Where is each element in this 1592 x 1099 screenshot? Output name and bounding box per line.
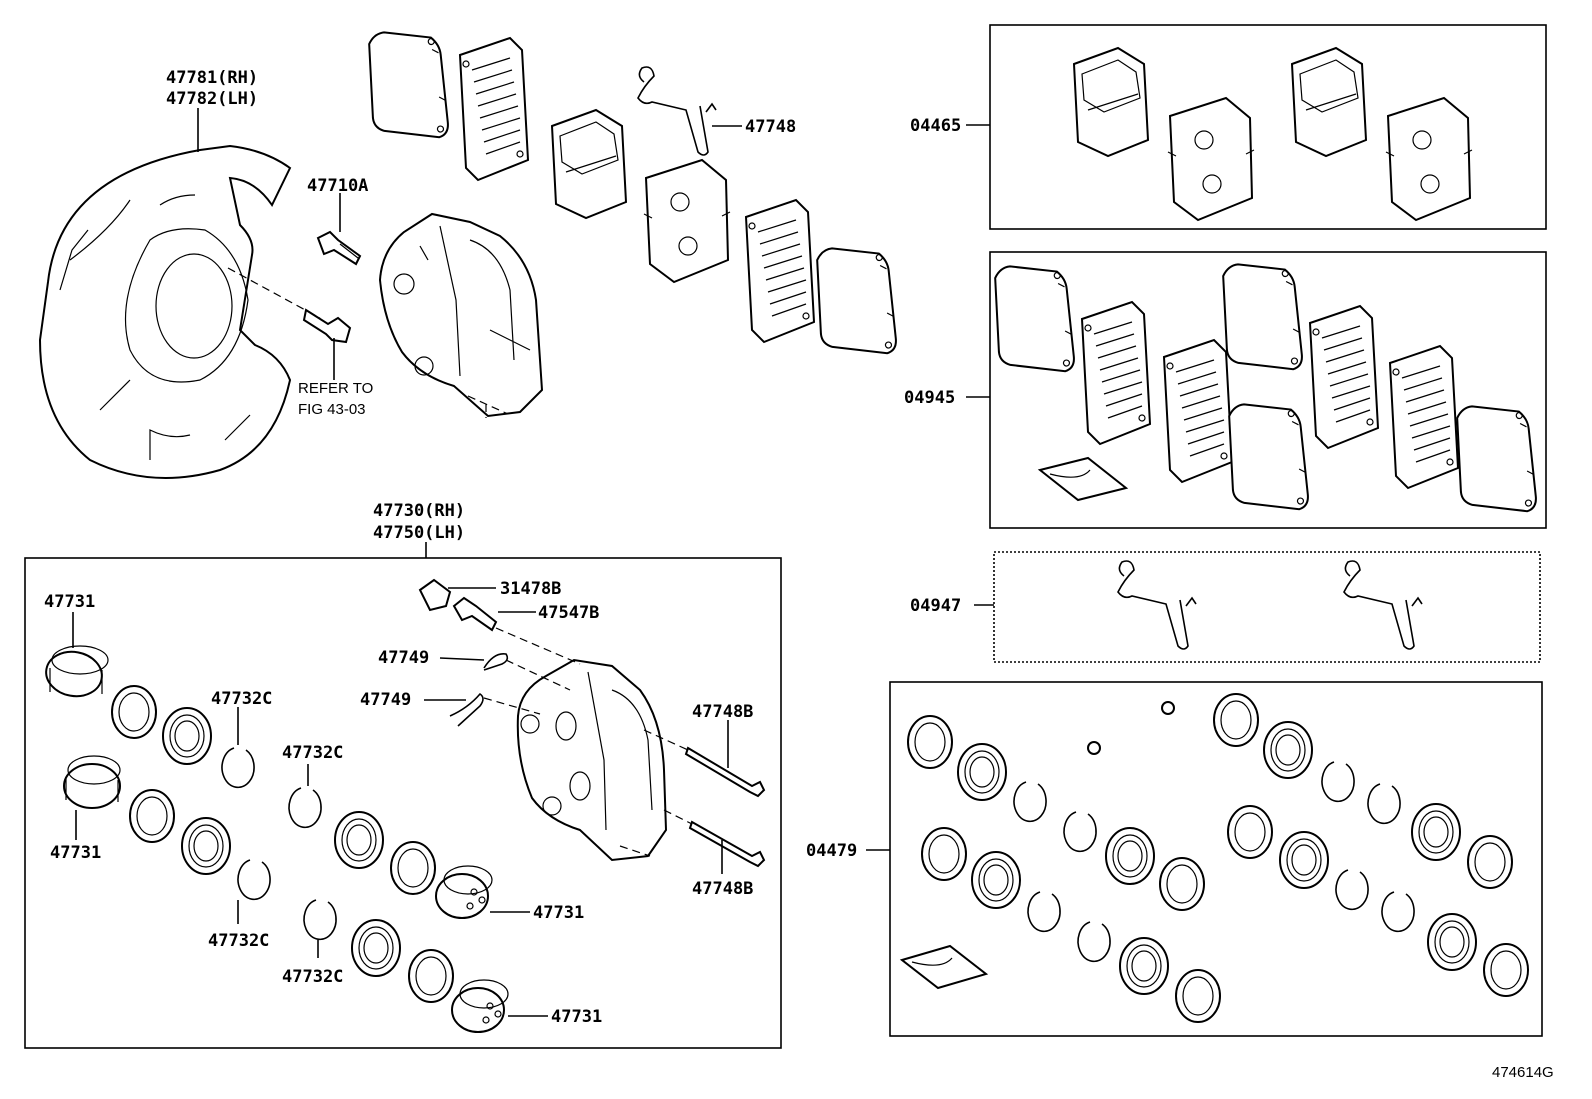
piston-top-left bbox=[45, 645, 109, 698]
kit-pad-2 bbox=[1291, 47, 1367, 157]
bleeder-screw bbox=[452, 596, 498, 632]
label-seal-a: 47732C bbox=[211, 689, 272, 709]
label-kit-seals: 04479 bbox=[806, 841, 857, 861]
label-piston-ml: 47731 bbox=[50, 843, 101, 863]
shim-top-1 bbox=[459, 37, 529, 181]
kit-bleeder-caps bbox=[1087, 701, 1175, 755]
label-piston-c2: 47731 bbox=[551, 1007, 602, 1027]
seal-ring-7 bbox=[351, 919, 401, 977]
shim-top-2 bbox=[745, 199, 815, 343]
label-bolt: 47710A bbox=[307, 176, 368, 196]
retaining-clip-a bbox=[483, 652, 509, 671]
pad-top-3 bbox=[643, 159, 731, 283]
caliper-assembly-box bbox=[24, 557, 782, 1049]
kit-grease-packet bbox=[1037, 456, 1129, 502]
label-refer-1: REFER TO bbox=[298, 380, 373, 397]
anti-rattle-spring-top bbox=[637, 66, 717, 156]
piston-center-2 bbox=[451, 979, 509, 1033]
label-caliper-lh: 47750(LH) bbox=[373, 523, 465, 543]
seal-ring-3 bbox=[129, 789, 175, 843]
seal-kit-box bbox=[889, 681, 1543, 1037]
label-bleeder: 47547B bbox=[538, 603, 599, 623]
label-pin-b: 47748B bbox=[692, 879, 753, 899]
c-ring-4 bbox=[303, 899, 337, 941]
kit-spring-2 bbox=[1343, 560, 1423, 650]
c-ring-1 bbox=[221, 747, 255, 789]
pad-kit-box bbox=[989, 24, 1547, 230]
seal-ring-6 bbox=[390, 841, 436, 895]
seal-ring-4 bbox=[181, 817, 231, 875]
shield-bolt bbox=[302, 308, 352, 344]
label-clip-a: 47749 bbox=[378, 648, 429, 668]
label-refer-2: FIG 43-03 bbox=[298, 401, 366, 418]
label-seal-c: 47732C bbox=[282, 743, 343, 763]
pad-top-1 bbox=[363, 25, 451, 145]
caliper-top bbox=[378, 212, 544, 418]
kit-seal-grease-packet bbox=[899, 944, 989, 990]
label-caliper-rh: 47730(RH) bbox=[373, 501, 465, 521]
kit-spring-1 bbox=[1117, 560, 1197, 650]
label-shield-lh: 47782(LH) bbox=[166, 89, 258, 109]
kit-shim-3 bbox=[1309, 305, 1379, 449]
piston-mid-left bbox=[63, 755, 121, 809]
bleeder-cap bbox=[418, 578, 452, 612]
kit-shim-2 bbox=[1163, 339, 1233, 483]
pad-top-2 bbox=[551, 109, 627, 219]
label-clip-b: 47749 bbox=[360, 690, 411, 710]
kit-shim-1 bbox=[1081, 301, 1151, 445]
figure-code: 474614G bbox=[1492, 1064, 1554, 1081]
seal-ring-2 bbox=[162, 707, 212, 765]
c-ring-2 bbox=[237, 859, 271, 901]
retaining-clip-b bbox=[449, 692, 484, 727]
caliper-body bbox=[516, 658, 668, 862]
label-kit-pads: 04465 bbox=[910, 116, 961, 136]
label-piston-tl: 47731 bbox=[44, 592, 95, 612]
kit-seal-rings bbox=[907, 693, 1529, 1023]
label-cap: 31478B bbox=[500, 579, 561, 599]
label-spring-top: 47748 bbox=[745, 117, 796, 137]
kit-backplate-2 bbox=[1385, 97, 1473, 221]
label-kit-shims: 04945 bbox=[904, 388, 955, 408]
seal-ring-8 bbox=[408, 949, 454, 1003]
label-piston-c1: 47731 bbox=[533, 903, 584, 923]
label-seal-d: 47732C bbox=[282, 967, 343, 987]
kit-shim-pad-3 bbox=[1217, 257, 1305, 377]
pad-top-4 bbox=[811, 241, 899, 361]
guide-pin-b bbox=[688, 820, 766, 868]
c-ring-3 bbox=[288, 787, 322, 829]
dust-shield bbox=[38, 144, 292, 479]
label-shield-rh: 47781(RH) bbox=[166, 68, 258, 88]
kit-pad-1 bbox=[1073, 47, 1149, 157]
kit-shim-pad-4 bbox=[1451, 399, 1539, 519]
label-kit-springs: 04947 bbox=[910, 596, 961, 616]
kit-shim-pad-2 bbox=[1223, 397, 1311, 517]
caliper-bolt bbox=[316, 230, 362, 266]
shim-kit-box bbox=[989, 251, 1547, 529]
label-seal-b: 47732C bbox=[208, 931, 269, 951]
seal-ring-1 bbox=[111, 685, 157, 739]
seal-ring-5 bbox=[334, 811, 384, 869]
kit-shim-4 bbox=[1389, 345, 1459, 489]
guide-pin-a bbox=[684, 746, 766, 798]
label-pin-a: 47748B bbox=[692, 702, 753, 722]
kit-shim-pad-1 bbox=[989, 259, 1077, 379]
spring-kit-box bbox=[993, 551, 1541, 663]
piston-center-1 bbox=[435, 865, 493, 919]
kit-backplate-1 bbox=[1167, 97, 1255, 221]
